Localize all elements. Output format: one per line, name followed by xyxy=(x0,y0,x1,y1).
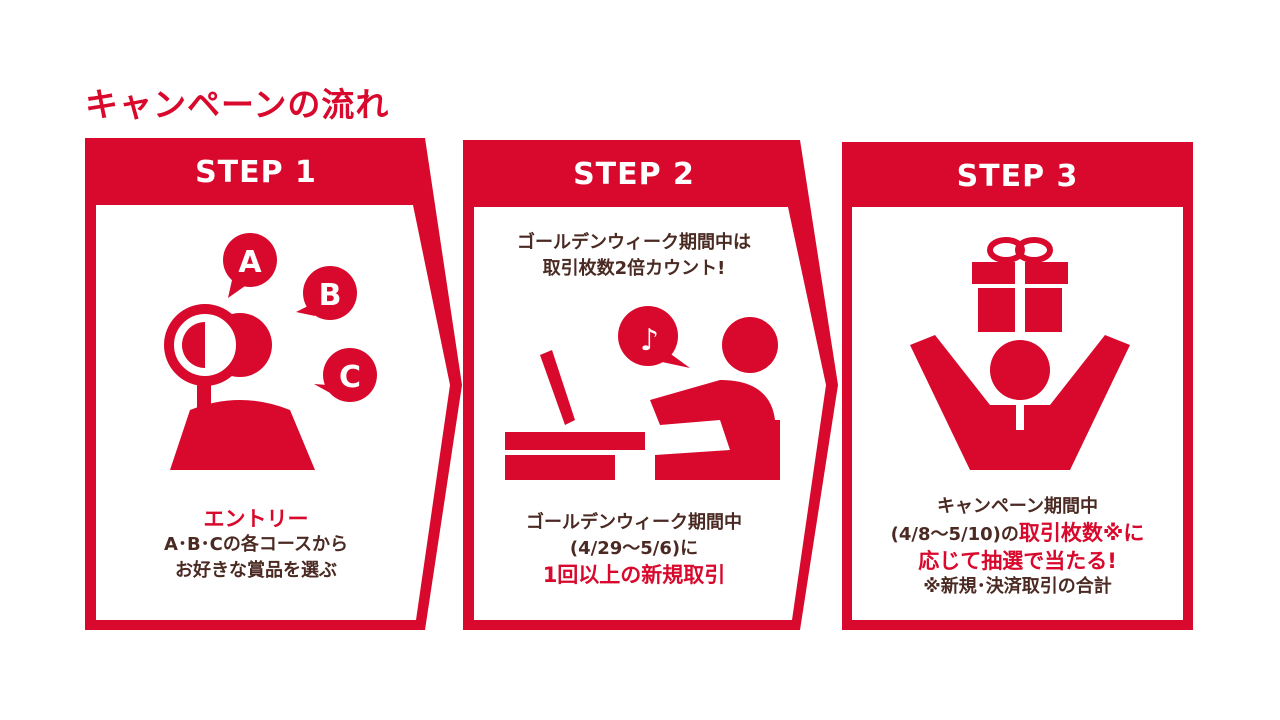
page-title: キャンペーンの流れ xyxy=(85,85,390,124)
step2-top1: ゴールデンウィーク期間中は xyxy=(517,232,751,253)
svg-text:♪: ♪ xyxy=(640,323,659,358)
step1-panel xyxy=(85,138,462,630)
person-gift-icon xyxy=(910,237,1130,470)
step2-line1: ゴールデンウィーク期間中 xyxy=(526,512,742,533)
step3-line2b: 取引枚数※に xyxy=(1018,521,1145,545)
step1-heading: エントリー xyxy=(203,507,309,531)
person-magnifier-icon xyxy=(164,233,377,470)
person-laptop-icon: ♪ xyxy=(505,306,780,480)
step2-label: STEP 2 xyxy=(573,157,695,192)
bubble-a: A xyxy=(238,245,262,280)
step1-label: STEP 1 xyxy=(195,155,317,190)
step2-emph: 1回以上の新規取引 xyxy=(542,563,726,587)
step2-panel xyxy=(463,140,838,630)
step1-line2: お好きな賞品を選ぶ xyxy=(175,560,337,581)
step1-line1: A･B･Cの各コースから xyxy=(164,534,348,555)
step3-label: STEP 3 xyxy=(956,159,1079,194)
step3-emph: 応じて抽選で当たる! xyxy=(918,549,1117,573)
step2-top2: 取引枚数2倍カウント! xyxy=(542,258,726,279)
step2-line2: (4/29～5/6)に xyxy=(569,538,699,559)
step3-note: ※新規･決済取引の合計 xyxy=(923,576,1112,597)
bubble-b: B xyxy=(319,278,342,313)
step3-line1: キャンペーン期間中 xyxy=(936,496,1099,517)
step3-line2a: (4/8～5/10)の xyxy=(890,524,1019,545)
bubble-c: C xyxy=(339,360,361,395)
